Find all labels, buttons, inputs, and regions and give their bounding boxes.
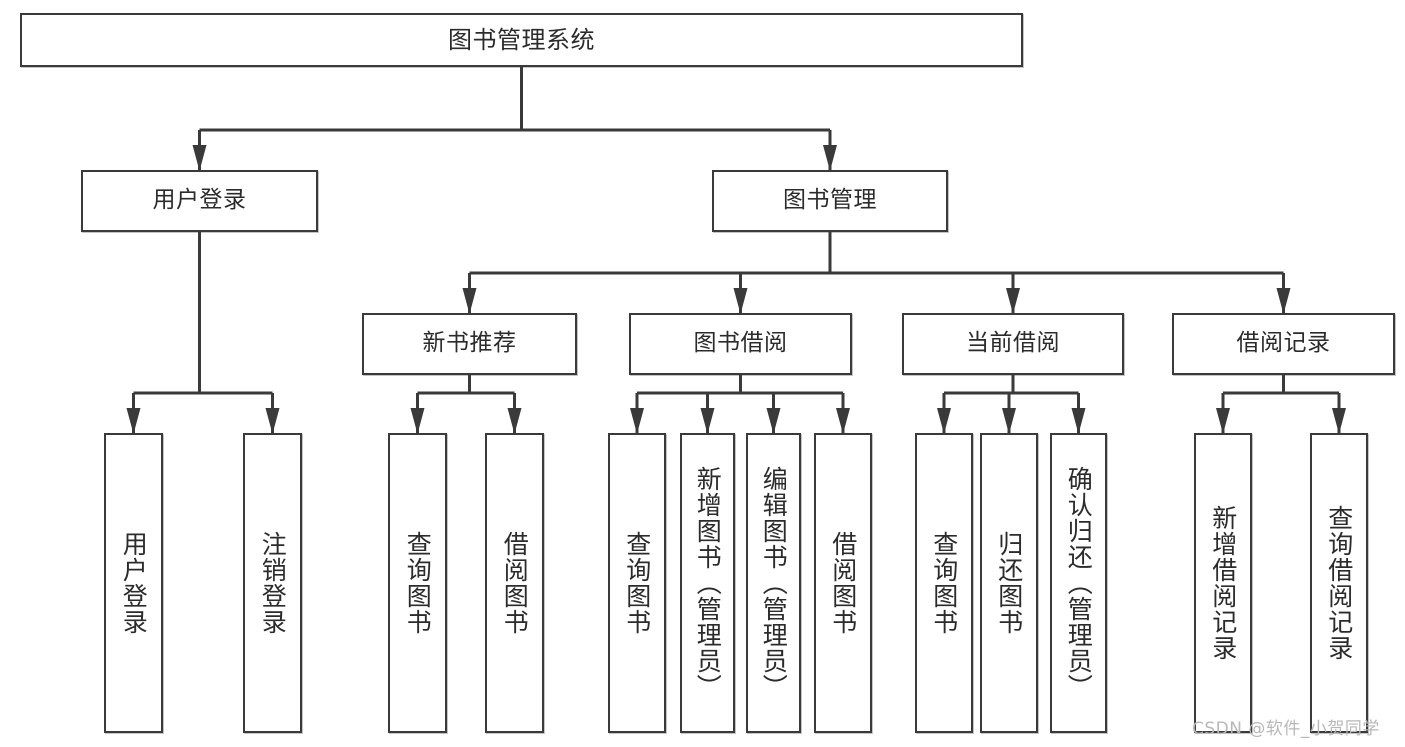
node-label: 查询图书: [403, 531, 433, 635]
node-label: 新增借阅记录: [1208, 505, 1238, 661]
node-leaf-query-book-1[interactable]: 查询图书: [388, 433, 447, 733]
node-label: 查询图书: [622, 531, 652, 635]
node-new-book-rec[interactable]: 新书推荐: [362, 313, 577, 375]
node-leaf-edit-book[interactable]: 编辑图书（管理员）: [746, 433, 801, 733]
node-label: 借阅记录: [1236, 330, 1331, 357]
node-current-borrow[interactable]: 当前借阅: [902, 313, 1124, 375]
node-label: 编辑图书（管理员）: [759, 466, 789, 700]
node-leaf-add-book[interactable]: 新增图书（管理员）: [680, 433, 735, 733]
node-label: 当前借阅: [966, 330, 1060, 357]
node-label: 图书管理系统: [448, 25, 595, 54]
node-borrow-record[interactable]: 借阅记录: [1172, 313, 1395, 375]
node-leaf-return-book[interactable]: 归还图书: [980, 433, 1038, 733]
node-label: 图书管理: [783, 187, 877, 214]
node-label: 查询图书: [929, 531, 959, 635]
node-leaf-query-book-3[interactable]: 查询图书: [915, 433, 973, 733]
node-label: 图书借阅: [693, 330, 788, 357]
node-label: 归还图书: [994, 531, 1024, 635]
node-label: 确认归还（管理员）: [1064, 466, 1094, 700]
node-user-login[interactable]: 用户登录: [81, 170, 318, 232]
node-leaf-query-book-2[interactable]: 查询图书: [608, 433, 666, 733]
node-label: 用户登录: [152, 187, 247, 214]
csdn-watermark: CSDN @软件_小贺同学: [1192, 719, 1380, 739]
node-label: 借阅图书: [500, 531, 530, 635]
node-label: 查询借阅记录: [1324, 505, 1354, 661]
node-label: 注销登录: [258, 531, 288, 635]
node-leaf-query-record[interactable]: 查询借阅记录: [1310, 433, 1368, 733]
node-leaf-user-login[interactable]: 用户登录: [104, 433, 163, 733]
node-leaf-add-record[interactable]: 新增借阅记录: [1194, 433, 1252, 733]
node-leaf-borrow-book-1[interactable]: 借阅图书: [485, 433, 544, 733]
node-book-borrow[interactable]: 图书借阅: [629, 313, 852, 375]
node-leaf-logout[interactable]: 注销登录: [243, 433, 302, 733]
node-label: 新增图书（管理员）: [693, 466, 723, 700]
node-label: 用户登录: [119, 531, 149, 635]
node-label: 新书推荐: [422, 330, 517, 357]
node-leaf-confirm-return[interactable]: 确认归还（管理员）: [1050, 433, 1107, 733]
node-leaf-borrow-book-2[interactable]: 借阅图书: [814, 433, 872, 733]
node-root[interactable]: 图书管理系统: [20, 13, 1023, 67]
node-book-mgmt[interactable]: 图书管理: [712, 170, 948, 232]
node-label: 借阅图书: [828, 531, 858, 635]
